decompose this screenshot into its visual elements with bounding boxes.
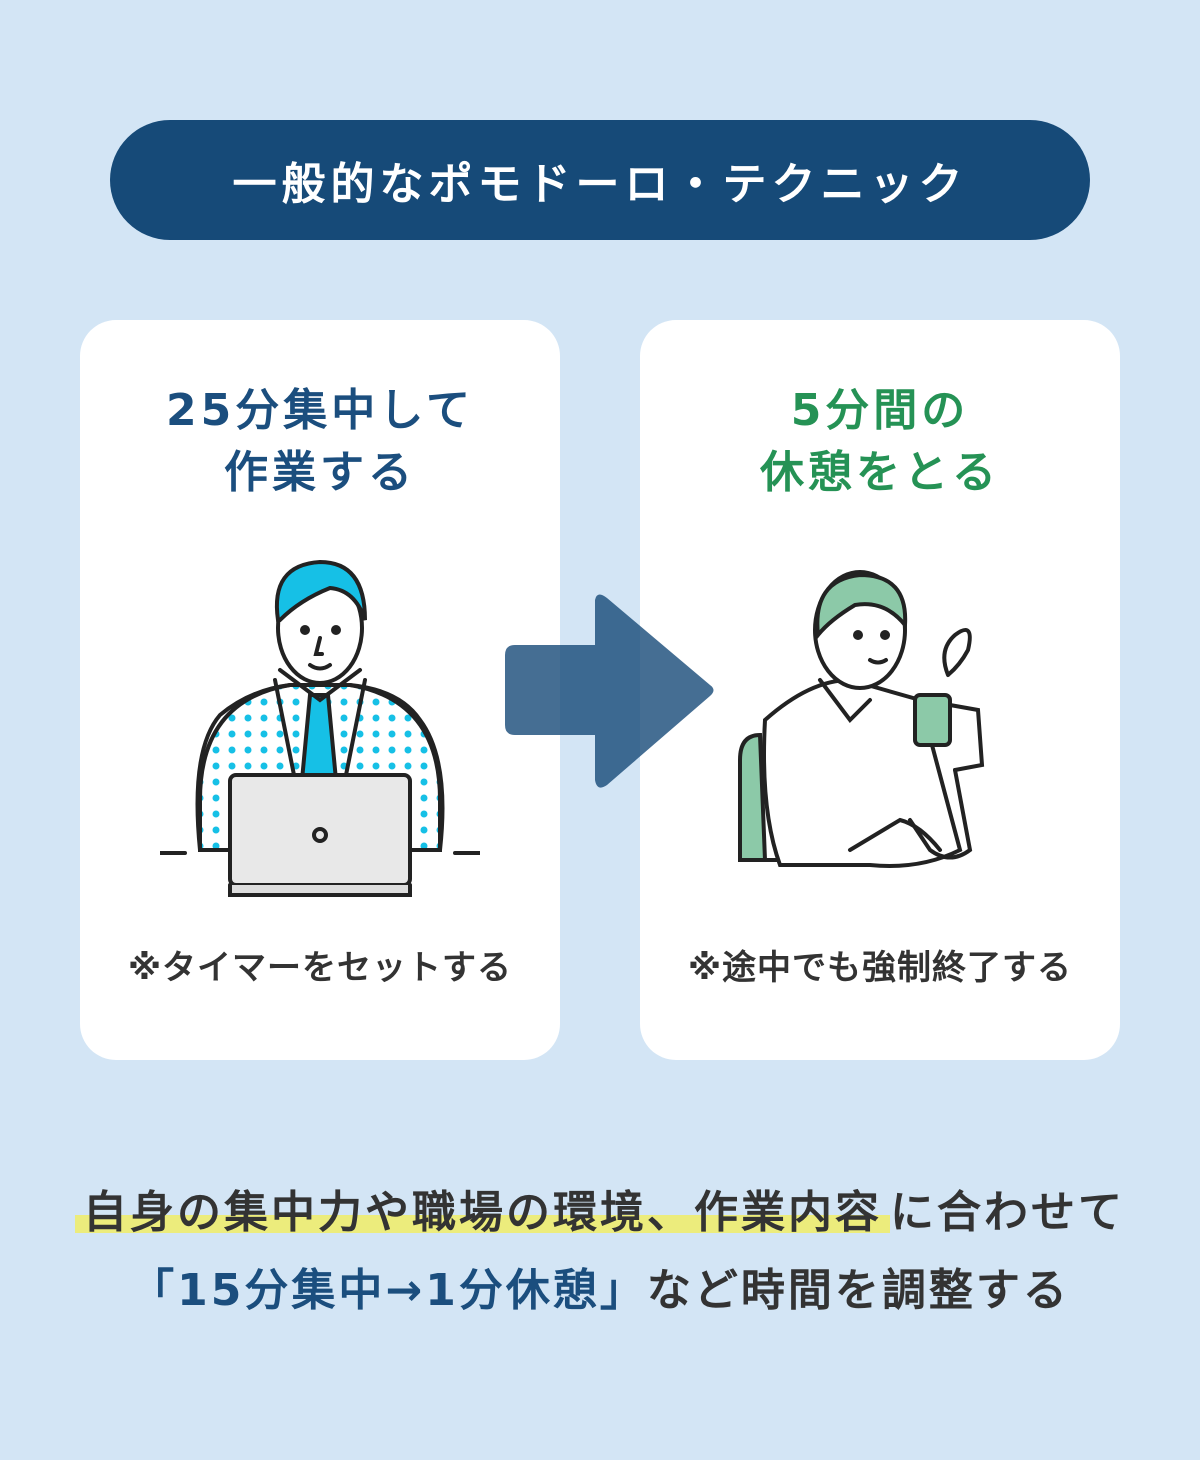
card-title-line: 作業する bbox=[224, 447, 416, 498]
title-banner: 一般的なポモドーロ・テクニック bbox=[110, 120, 1090, 240]
summary-line-1: 自身の集中力や職場の環境、作業内容に合わせて bbox=[0, 1176, 1200, 1240]
man-drinking-coffee-illustration bbox=[738, 570, 985, 868]
example-quote: 「15分集中→1分休憩」 bbox=[130, 1265, 647, 1316]
summary-line-2: 「15分集中→1分休憩」など時間を調整する bbox=[0, 1254, 1200, 1318]
highlighted-text: 自身の集中力や職場の環境、作業内容 bbox=[75, 1187, 890, 1238]
man-working-laptop-illustration bbox=[160, 559, 480, 897]
card-title: 25分集中して 作業する bbox=[80, 380, 560, 504]
card-break: 5分間の 休憩をとる ※途中でも強制終了する bbox=[640, 320, 1120, 1060]
card-work: 25分集中して 作業する ※タイマーをセットする bbox=[80, 320, 560, 1060]
card-title-line: 5分間の bbox=[790, 385, 970, 436]
card-title-line: 25分集中して bbox=[166, 385, 474, 436]
card-title-line: 休憩をとる bbox=[760, 447, 1000, 498]
summary-text: など時間を調整する bbox=[646, 1265, 1070, 1316]
card-note: ※途中でも強制終了する bbox=[687, 948, 1073, 988]
arrow-right-icon bbox=[505, 594, 714, 788]
summary-text: に合わせて bbox=[890, 1187, 1125, 1238]
banner-title: 一般的なポモドーロ・テクニック bbox=[232, 159, 968, 210]
card-title: 5分間の 休憩をとる bbox=[640, 380, 1120, 504]
card-note: ※タイマーをセットする bbox=[127, 948, 513, 988]
